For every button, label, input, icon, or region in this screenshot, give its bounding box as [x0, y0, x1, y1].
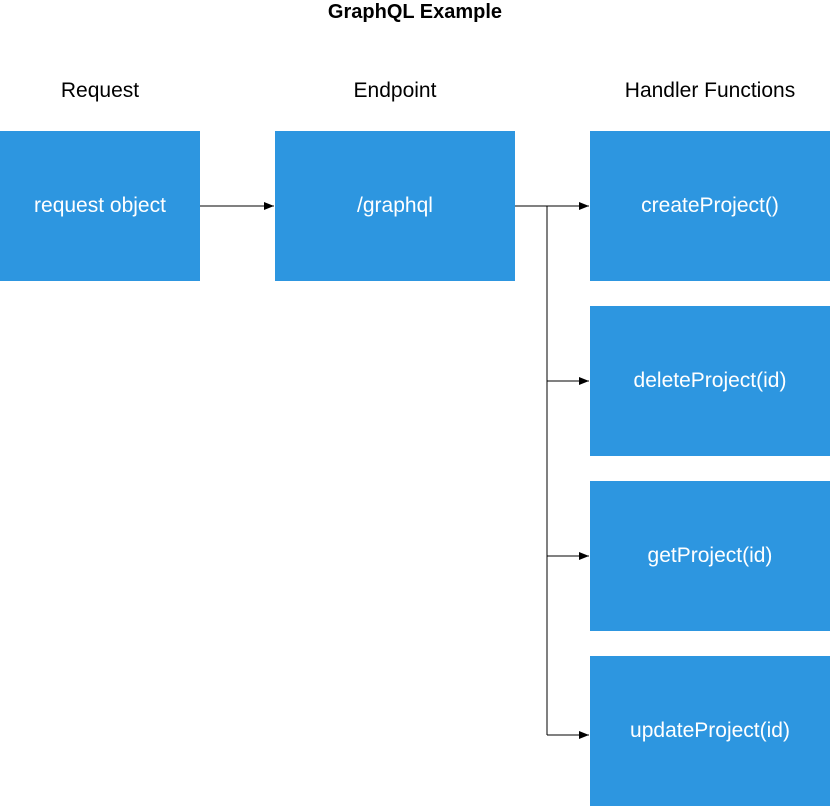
handler-create-project-node: createProject() — [590, 131, 830, 281]
handler-get-project-node: getProject(id) — [590, 481, 830, 631]
column-label-request: Request — [60, 79, 140, 102]
graphql-endpoint-node: /graphql — [275, 131, 515, 281]
diagram-title: GraphQL Example — [327, 1, 503, 23]
handler-update-project-node: updateProject(id) — [590, 656, 830, 806]
column-label-endpoint: Endpoint — [353, 79, 437, 102]
handler-delete-project-node: deleteProject(id) — [590, 306, 830, 456]
column-label-handlers: Handler Functions — [624, 79, 796, 102]
request-object-node: request object — [0, 131, 200, 281]
